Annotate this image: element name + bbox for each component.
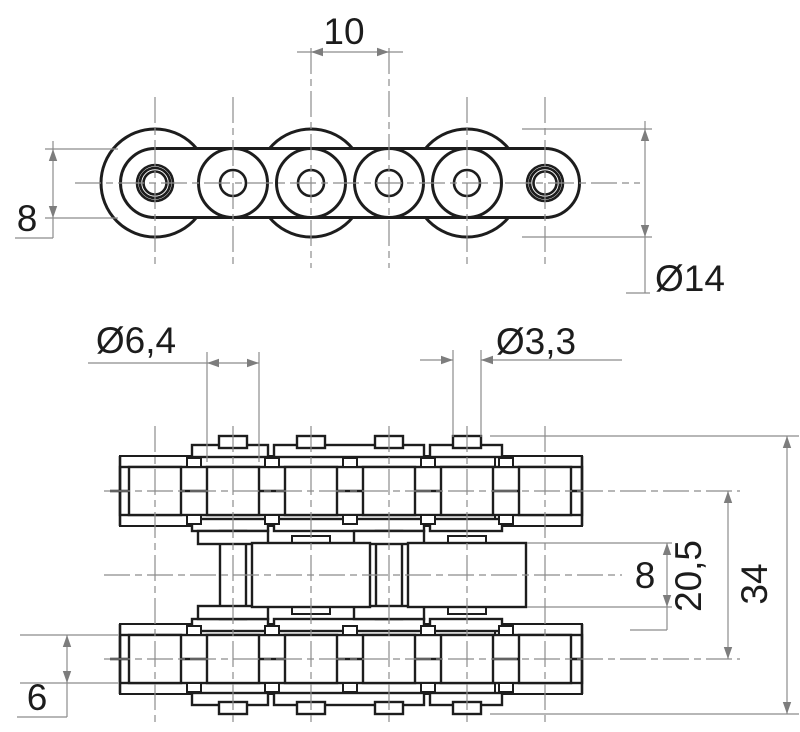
dim-label-inner-width: 8 [635,555,656,596]
dim-pin-diameter: Ø3,3 [420,321,622,437]
side-view [75,48,640,268]
plan-view-centerlines [104,426,740,726]
dim-label-roller-length: 6 [27,677,48,718]
dim-pitch: 10 [297,11,403,57]
dim-roller-length: 6 [17,634,118,718]
dim-inner-width: 8 [527,542,672,631]
dim-roller-diameter: Ø6,4 [88,320,260,462]
dim-label-overall-width: 34 [734,563,775,604]
dimensions: 10 8 Ø14 Ø6,4 [15,11,799,718]
dim-strand-spacing: 20,5 [668,491,733,659]
dim-plate-height: 8 [15,141,118,239]
dim-label-strand-spacing: 20,5 [668,540,709,612]
bushing-tabs [186,457,514,693]
dim-label-outer-roller-diameter: Ø14 [655,258,725,299]
dim-overall-width: 34 [490,435,799,715]
dim-label-pin-diameter: Ø3,3 [496,321,576,362]
dim-label-plate-height: 8 [17,198,38,239]
dim-label-roller-diameter: Ø6,4 [96,320,176,361]
dim-outer-roller-diameter: Ø14 [522,121,725,299]
plan-view [104,426,740,726]
side-view-centerlines [75,48,640,268]
dim-label-pitch: 10 [323,11,364,52]
